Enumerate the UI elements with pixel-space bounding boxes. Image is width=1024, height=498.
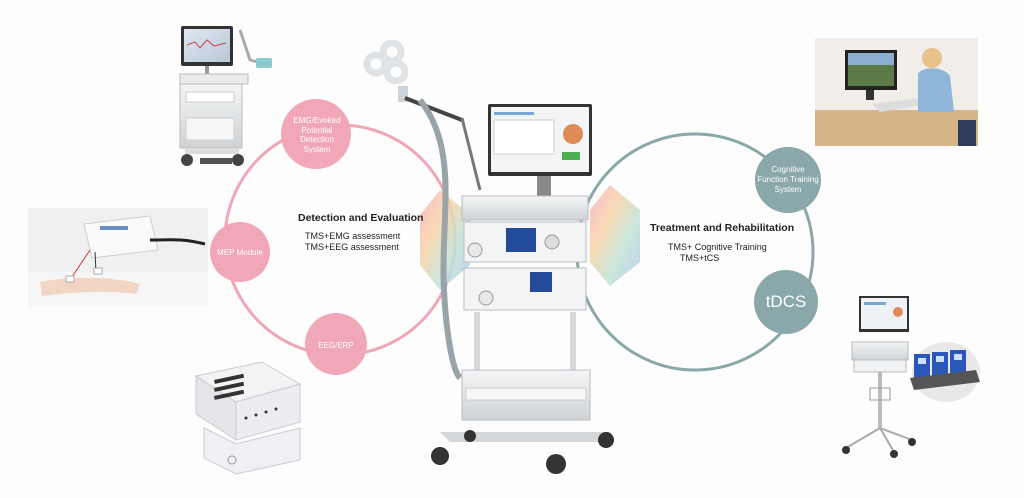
node-mep-label: MEP Module <box>217 247 263 257</box>
tdcs-cart-photo <box>842 296 980 458</box>
node-cognitive-circle <box>755 147 821 213</box>
left-heading: Detection and Evaluation <box>298 212 424 224</box>
node-cognitive-label: Cognitive Function Training System <box>757 165 819 194</box>
eeg-amplifier-photo <box>194 361 302 475</box>
mep-module-photo <box>28 208 208 306</box>
right-heading: Treatment and Rehabilitation <box>650 222 795 234</box>
node-emg-label: EMG/Evoked Potential Detection System <box>293 116 341 154</box>
right-line-1: TMS+ Cognitive Training <box>668 242 767 252</box>
right-hexagon <box>590 185 640 286</box>
left-line-1: TMS+EMG assessment <box>305 231 401 241</box>
tms-cart-photo <box>363 39 614 474</box>
emg-cart-photo <box>179 26 272 166</box>
node-eeg-circle <box>305 313 367 375</box>
cognitive-training-photo <box>815 38 978 146</box>
right-line-2: TMS+tCS <box>680 253 720 263</box>
left-line-2: TMS+EEG assessment <box>305 242 399 252</box>
node-tdcs-label: tDCS <box>765 292 807 311</box>
node-mep-circle <box>210 222 270 282</box>
node-emg-circle <box>281 99 351 169</box>
node-tdcs-circle <box>754 270 818 334</box>
node-eeg-label: EEG/ERP <box>318 340 354 350</box>
